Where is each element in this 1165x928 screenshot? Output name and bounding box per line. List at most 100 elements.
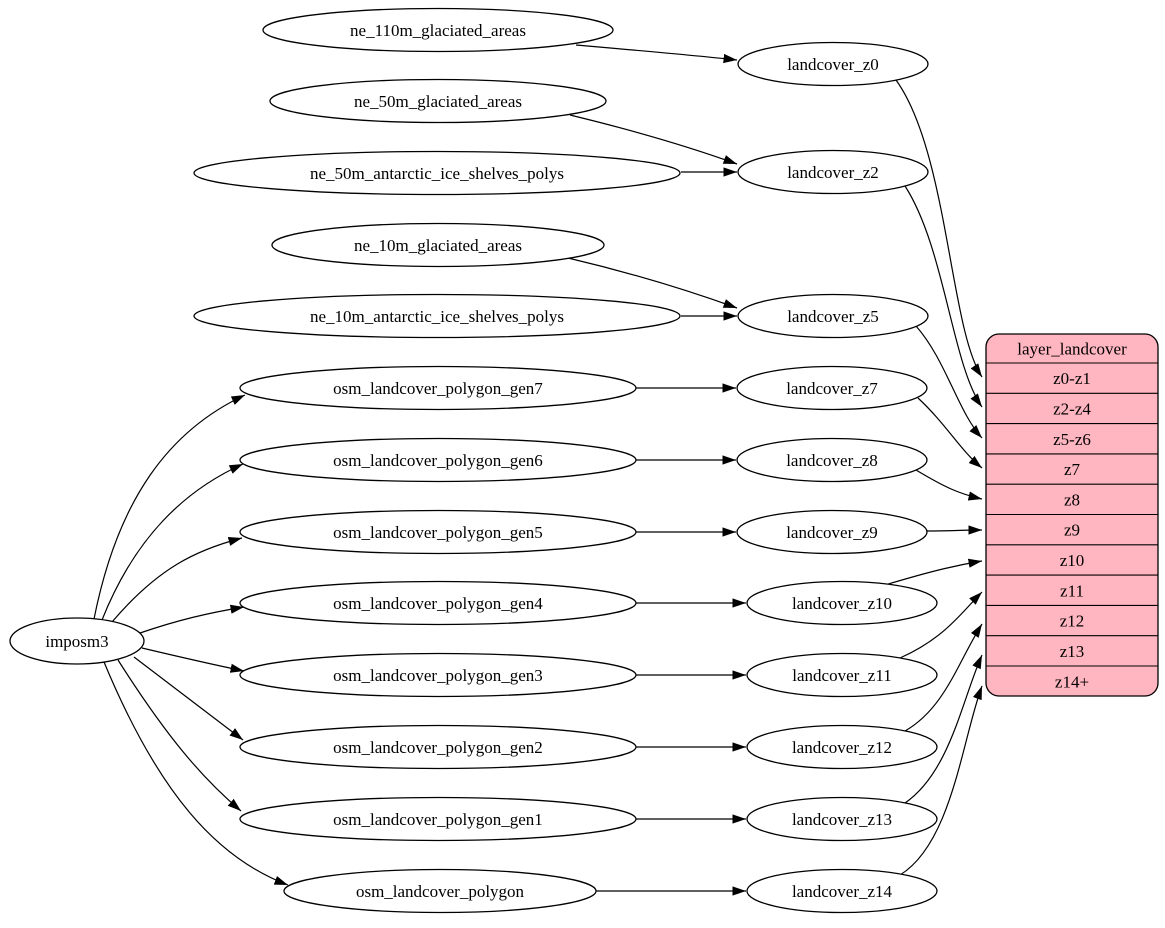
node-label: landcover_z5 <box>787 307 879 326</box>
node-shape <box>239 437 637 483</box>
node-ne-50m-antarctic-ice-shelves-polys: ne_50m_antarctic_ice_shelves_polys <box>193 150 681 196</box>
edge-landcover-z2-to-row-z2-z4 <box>904 185 983 408</box>
node-shape <box>746 580 938 626</box>
node-label: osm_landcover_polygon_gen2 <box>333 738 543 757</box>
node-landcover-z7: landcover_z7 <box>736 365 928 411</box>
edge-landcover-z10-to-row-z10 <box>884 558 983 586</box>
node-ne-110m-glaciated-areas: ne_110m_glaciated_areas <box>262 7 614 53</box>
edge-ne-50m-glaciated-areas-to-landcover-z2 <box>569 114 738 165</box>
edge-imposm3-to-osm-landcover-polygon <box>103 661 289 886</box>
record-row-z2-z4: z2-z4 <box>1053 400 1091 419</box>
record-row-z9: z9 <box>1064 521 1080 540</box>
node-ne-10m-glaciated-areas: ne_10m_glaciated_areas <box>271 222 605 268</box>
node-shape <box>193 293 681 339</box>
node-shape <box>271 222 605 268</box>
node-shape <box>746 652 938 698</box>
node-osm-landcover-polygon-gen5: osm_landcover_polygon_gen5 <box>239 509 637 555</box>
edge-landcover-z8-to-row-z8 <box>915 469 983 501</box>
node-shape <box>736 437 928 483</box>
edge-landcover-z0-to-row-z0-z1 <box>895 79 983 378</box>
node-label: landcover_z11 <box>792 666 891 685</box>
node-label: landcover_z13 <box>792 810 892 829</box>
edge-landcover-z7-to-row-z7 <box>917 397 983 469</box>
edge-imposm3-to-osm-landcover-polygon-gen3 <box>141 647 245 673</box>
node-imposm3: imposm3 <box>9 617 145 665</box>
node-shape <box>239 796 637 842</box>
node-shape <box>269 78 607 124</box>
record-title: layer_landcover <box>1017 340 1127 359</box>
node-osm-landcover-polygon-gen1: osm_landcover_polygon_gen1 <box>239 796 637 842</box>
node-shape <box>193 150 681 196</box>
node-label: ne_50m_glaciated_areas <box>354 92 522 111</box>
edge-imposm3-to-osm-landcover-polygon-gen4 <box>139 604 245 634</box>
node-label: landcover_z12 <box>792 738 892 757</box>
node-label: osm_landcover_polygon_gen7 <box>333 379 543 398</box>
edges-group <box>93 44 983 896</box>
node-ne-10m-antarctic-ice-shelves-polys: ne_10m_antarctic_ice_shelves_polys <box>193 293 681 339</box>
node-label: landcover_z14 <box>792 882 893 901</box>
node-landcover-z12: landcover_z12 <box>746 724 938 770</box>
node-label: ne_10m_glaciated_areas <box>354 236 522 255</box>
edge-imposm3-to-osm-landcover-polygon-gen6 <box>101 463 244 621</box>
edge-landcover-z14-to-row-z14plus <box>899 685 983 876</box>
node-shape <box>9 617 145 665</box>
edge-landcover-z11-to-row-z11 <box>899 591 983 659</box>
record-row-z12: z12 <box>1060 612 1085 631</box>
node-shape <box>239 365 637 411</box>
node-label: osm_landcover_polygon_gen1 <box>333 810 543 829</box>
node-label: osm_landcover_polygon_gen4 <box>333 594 543 613</box>
node-label: ne_110m_glaciated_areas <box>350 21 526 40</box>
node-osm-landcover-polygon-gen7: osm_landcover_polygon_gen7 <box>239 365 637 411</box>
edge-landcover-z9-to-row-z9 <box>926 525 983 535</box>
node-landcover-z13: landcover_z13 <box>746 796 938 842</box>
node-shape <box>746 724 938 770</box>
edge-landcover-z13-to-row-z13 <box>904 654 983 804</box>
node-ne-50m-glaciated-areas: ne_50m_glaciated_areas <box>269 78 607 124</box>
node-shape <box>737 149 929 195</box>
edge-imposm3-to-osm-landcover-polygon-gen2 <box>133 656 244 741</box>
node-shape <box>239 724 637 770</box>
node-landcover-z2: landcover_z2 <box>737 149 929 195</box>
node-label: osm_landcover_polygon_gen5 <box>333 523 543 542</box>
node-osm-landcover-polygon: osm_landcover_polygon <box>283 868 597 914</box>
node-landcover-z0: landcover_z0 <box>737 41 929 87</box>
node-label: osm_landcover_polygon_gen3 <box>333 666 543 685</box>
node-shape <box>746 868 938 914</box>
edge-ne-10m-glaciated-areas-to-landcover-z5 <box>567 257 738 309</box>
node-label: landcover_z10 <box>792 594 892 613</box>
node-shape <box>239 652 637 698</box>
node-label: landcover_z2 <box>787 163 879 182</box>
node-label: ne_10m_antarctic_ice_shelves_polys <box>310 307 564 326</box>
record-row-z5-z6: z5-z6 <box>1053 430 1091 449</box>
edge-imposm3-to-osm-landcover-polygon-gen5 <box>111 536 243 623</box>
node-landcover-z9: landcover_z9 <box>736 509 928 555</box>
node-landcover-z14: landcover_z14 <box>746 868 938 914</box>
record-row-z11: z11 <box>1060 582 1084 601</box>
node-shape <box>239 580 637 626</box>
record-row-z14plus: z14+ <box>1055 673 1089 692</box>
edge-ne-110m-glaciated-areas-to-landcover-z0 <box>575 44 738 64</box>
edge-imposm3-to-osm-landcover-polygon-gen1 <box>117 659 242 812</box>
node-landcover-z5: landcover_z5 <box>737 293 929 339</box>
node-label: landcover_z8 <box>786 451 878 470</box>
record-row-z7: z7 <box>1064 460 1081 479</box>
node-label: osm_landcover_polygon_gen6 <box>333 451 543 470</box>
record-row-z10: z10 <box>1060 551 1085 570</box>
node-shape <box>736 365 928 411</box>
node-label: landcover_z0 <box>787 55 879 74</box>
node-shape <box>737 293 929 339</box>
node-osm-landcover-polygon-gen2: osm_landcover_polygon_gen2 <box>239 724 637 770</box>
node-shape <box>283 868 597 914</box>
record-row-z13: z13 <box>1060 642 1085 661</box>
node-label: landcover_z9 <box>786 523 878 542</box>
node-label: osm_landcover_polygon <box>356 882 525 901</box>
node-osm-landcover-polygon-gen6: osm_landcover_polygon_gen6 <box>239 437 637 483</box>
node-osm-landcover-polygon-gen4: osm_landcover_polygon_gen4 <box>239 580 637 626</box>
node-label: imposm3 <box>45 632 108 651</box>
node-landcover-z11: landcover_z11 <box>746 652 938 698</box>
nodes-group: imposm3 ne_110m_glaciated_areas ne_50m_g… <box>9 7 938 914</box>
node-landcover-z10: landcover_z10 <box>746 580 938 626</box>
record-row-z8: z8 <box>1064 491 1080 510</box>
node-osm-landcover-polygon-gen3: osm_landcover_polygon_gen3 <box>239 652 637 698</box>
node-shape <box>239 509 637 555</box>
